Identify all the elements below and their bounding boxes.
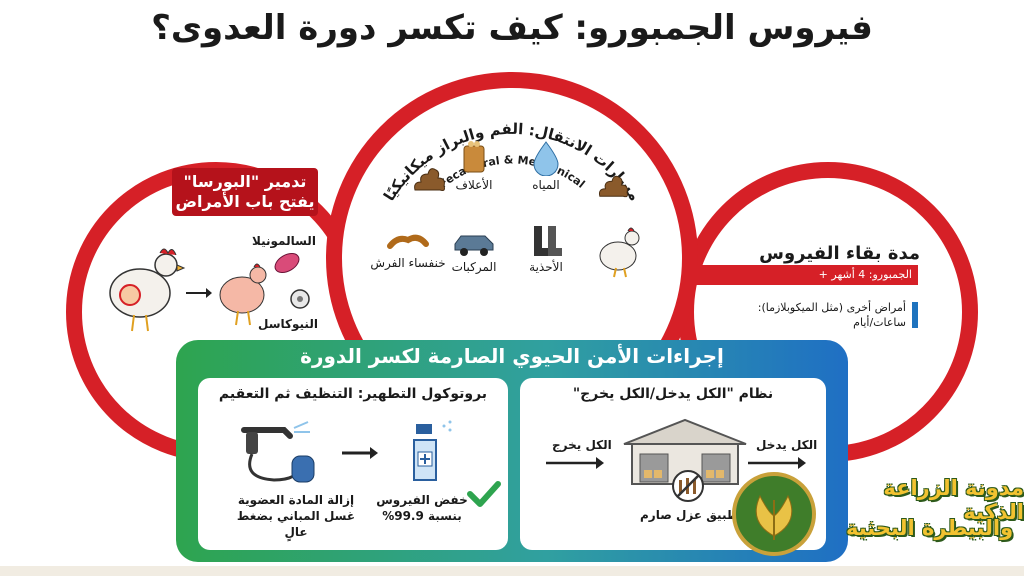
sick-chicken-icon	[219, 263, 267, 326]
cleaning-line-1: إزالة المادة العضوية	[237, 493, 355, 507]
arrow-right-icon	[748, 457, 806, 469]
arrow-right-icon	[546, 457, 604, 469]
other-diseases-label: أمراض أخرى (مثل الميكوبلازما): ساعات/أيا…	[757, 301, 906, 329]
route-water-label: المياه	[532, 178, 560, 192]
route-beetles-label: خنفساء الفرش	[370, 256, 446, 270]
route-feces-right	[572, 170, 652, 202]
pressure-washer-icon	[241, 421, 315, 483]
blog-logo-emblem	[732, 472, 816, 556]
route-boots: الأحذية	[506, 224, 586, 274]
blog-logo-line-1: مدونة الزراعة الذكية	[883, 476, 1024, 524]
route-boots-label: الأحذية	[529, 260, 563, 274]
arrow-right-icon	[342, 447, 378, 459]
gumboro-survival-bar: الجمبورو: 4 أشهر +	[696, 265, 918, 285]
reduction-line-1: خفض الفيروس	[376, 493, 468, 507]
spray-bottle-icon	[413, 420, 452, 481]
all-out-label: الكل يخرج	[552, 438, 612, 452]
bursa-banner: تدمير "البورسا" يفتح باب الأمراض	[172, 168, 318, 216]
route-water: المياه	[506, 140, 586, 192]
cleaning-step-text: إزالة المادة العضوية غسل المباني بضغط عا…	[226, 492, 366, 540]
route-vehicles: المركبات	[434, 230, 514, 274]
survival-title: مدة بقاء الفيروس	[759, 243, 920, 264]
hen-icon	[109, 248, 186, 332]
biosecurity-title: إجراءات الأمن الحيوي الصارمة لكسر الدورة	[300, 344, 724, 368]
route-vehicles-label: المركبات	[451, 260, 497, 274]
salmonella-label: السالمونيلا	[252, 234, 316, 248]
route-beetles: خنفساء الفرش	[368, 232, 448, 270]
bottom-strip	[0, 566, 1024, 576]
all-in-label: الكل يدخل	[756, 438, 818, 452]
newcastle-label: النيوكاسل	[258, 317, 318, 331]
page-title: فيروس الجمبورو: كيف تكسر دورة العدوى؟	[151, 8, 873, 48]
route-feed-label: الأعلاف	[455, 178, 493, 192]
poultry-house-icon	[623, 418, 747, 485]
isolation-label: تطبيق عزل صارم	[640, 508, 744, 522]
salmonella-icon	[274, 253, 300, 273]
check-icon	[467, 481, 501, 507]
newcastle-virus-icon	[290, 289, 310, 309]
disinfection-title: بروتوكول التطهير: التنظيف ثم التعقيم	[218, 386, 488, 402]
reduction-line-2: بنسبة 99.9%	[382, 509, 462, 523]
chicken-icon	[599, 227, 640, 278]
blog-logo-line-2: والبيطرة البحثية	[846, 516, 1014, 540]
all-in-all-out-title: نظام "الكل يدخل/الكل يخرج"	[572, 386, 774, 402]
route-feces-left	[388, 162, 468, 196]
arrow-right-icon	[186, 288, 212, 298]
cleaning-line-2: غسل المباني بضغط عالٍ	[236, 509, 356, 539]
virus-reduction-text: خفض الفيروس بنسبة 99.9%	[372, 492, 472, 524]
route-feed: الأعلاف	[434, 140, 514, 192]
no-entry-fence-icon	[672, 470, 704, 502]
other-diseases-bar	[912, 302, 918, 328]
